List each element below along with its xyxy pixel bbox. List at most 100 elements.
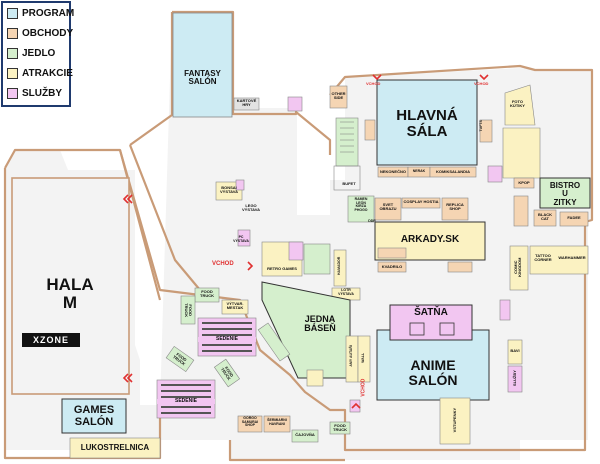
kpop-shop [513,177,535,189]
sluzby-stand-label: SLUŽBY [511,370,517,387]
foto-kutiky-label: FOTO KÚTIKY [510,99,525,109]
svet-obrazu-label: SVET OBRAZU [379,202,397,212]
food-truck-2-box [180,295,196,325]
legend-item-jedlo: JEDLO [7,47,55,59]
legend-label-program: PROGRAM [22,7,75,19]
vchod-right-label: VCHOD [474,81,489,86]
tattoo-corner-label: TATTOO CORNER [534,253,552,263]
ramen-area [347,195,375,223]
kpop-label: KPOP [518,180,530,185]
satna-room [389,304,473,341]
top-service-stand [287,96,303,112]
sluzby-stand [507,365,523,393]
wall-stand [357,335,371,383]
truck-near-basen [257,322,291,362]
bufet-label: BUFET [342,181,356,186]
hala-m-room [11,177,130,395]
warhammer-shop [529,245,589,275]
sermiarni-box [263,415,291,433]
kartove-hry-label: KARTOVÉ HRY [236,98,257,108]
legend-item-program: PROGRAM [7,7,74,19]
xzone-text: XZONE [32,335,69,345]
vchod-bottom-label: VCHOD [360,378,367,397]
entrance-arrows [122,74,489,409]
satna-counter-2 [439,322,455,336]
hala-m-label: HALA M [46,275,94,312]
cosplay-hostia-shop [401,197,441,209]
satna-label: ŠATŇA [414,307,448,318]
fantasy-salon-label: FANTASY SALÓN [184,69,221,87]
wall-label: WALL [361,352,366,363]
legend-item-sluzby: SLUŽBY [7,87,62,99]
food-truck-2-label: FOOD TRUCK [184,303,194,318]
legend-item-atrakcie: ATRAKCIE [7,67,73,79]
anime-salon-room [376,329,490,401]
xzone-logo: XZONE [22,333,80,347]
legend-label-sluzby: SLUŽBY [22,87,62,99]
replica-shop [441,197,469,221]
bavi-label: BAVI [510,348,520,353]
anime-salon-label: ANIME SALÓN [408,357,458,388]
jedna-basen-label: JEDNA BÁSEŇ [304,314,336,334]
legend-label-atrakcie: ATRAKCIE [22,67,73,79]
comic-kingdom-shop [509,245,529,291]
foto-kutiky-area [504,84,536,126]
bufet-outline [333,165,361,191]
legend-swatch-program [7,7,18,19]
lego-vystava-label: LEGO VÝSTAVA [241,203,260,213]
hamador-label: HAMADOR [337,256,342,275]
nekonecno-label: NEKONEČNO [379,169,406,174]
vstupenky-label: VSTUPENKY [451,407,457,433]
bonsai-vystava [215,181,243,201]
food-truck-5-label: FOOD TRUCK [333,423,347,433]
bistro-label: BISTRO U ZITKY [549,181,581,207]
building-walls [3,10,594,462]
vytvarny-mestak-label: VÝTVAR. MESTAK [226,301,244,311]
fadee-label: FADEE [567,215,581,220]
cosplay-hostia-label: COSPLAY HOSTIA [403,199,439,204]
lukostrelnica-label: LUKOSTRELNICA [80,443,150,452]
legend-swatch-jedlo [7,47,18,59]
food-stand-green [303,243,331,275]
lukostrelnica-room [69,437,161,459]
hamador-stand [333,249,347,287]
bonsai-vystava-label: BONSAI VÝSTAVA [219,185,238,195]
legend-swatch-obchody [7,27,18,39]
fadee-shop [559,211,589,227]
right-stand-1 [499,299,511,321]
left-service-stand-2 [235,179,245,191]
stairs-bufet [340,121,354,153]
amy-autari-label: AMY AUTAŘI [349,345,354,367]
gorgo-samurai-label: GORGO SAMURAI SHOP [241,416,259,428]
kartove-hry-stand [233,97,260,111]
arkady-stand-2 [447,261,473,273]
side-shop-1 [364,119,376,141]
other-side-shop [329,85,348,109]
satna-counter-1 [409,322,425,336]
arkady-label: ARKADY.SK [400,234,460,245]
vchod-top-label: VCHOD [366,81,381,86]
ramen-label: RAMEN LEÓN KIRZA PHOGO [354,197,368,213]
legend-swatch-sluzby [7,87,18,99]
black-cat-shop [533,209,557,227]
black-cat-label: BLACK CAT [538,212,552,222]
lotr-label: LOTR VÝSTAVA [338,288,354,296]
bistro-room [539,177,591,209]
legend-item-obchody: OBCHODY [7,27,73,39]
replica-shop-label: REPLICA SHOP [446,202,464,212]
left-service-stand [237,229,251,247]
vytvarny-stand [221,299,249,315]
cajovna-box [291,429,319,443]
legend-label-jedlo: JEDLO [22,47,56,59]
legend-label-obchody: OBCHODY [22,27,74,39]
cajovna-label: ČAJOVŇA [295,432,315,437]
jedna-basen-exit [306,369,324,387]
tufts-label: TUFTS [479,120,484,132]
sermiarni-label: ŠERMIARNI HAVRANI [267,418,287,426]
sedenie-2-label: SEDENIE [157,398,215,405]
legend-swatch-atrakcie [7,67,18,79]
komiksalandia-label: KOMIKSALANDIA [436,169,470,174]
side-shop-2 [479,119,493,143]
games-salon-room [61,398,127,434]
